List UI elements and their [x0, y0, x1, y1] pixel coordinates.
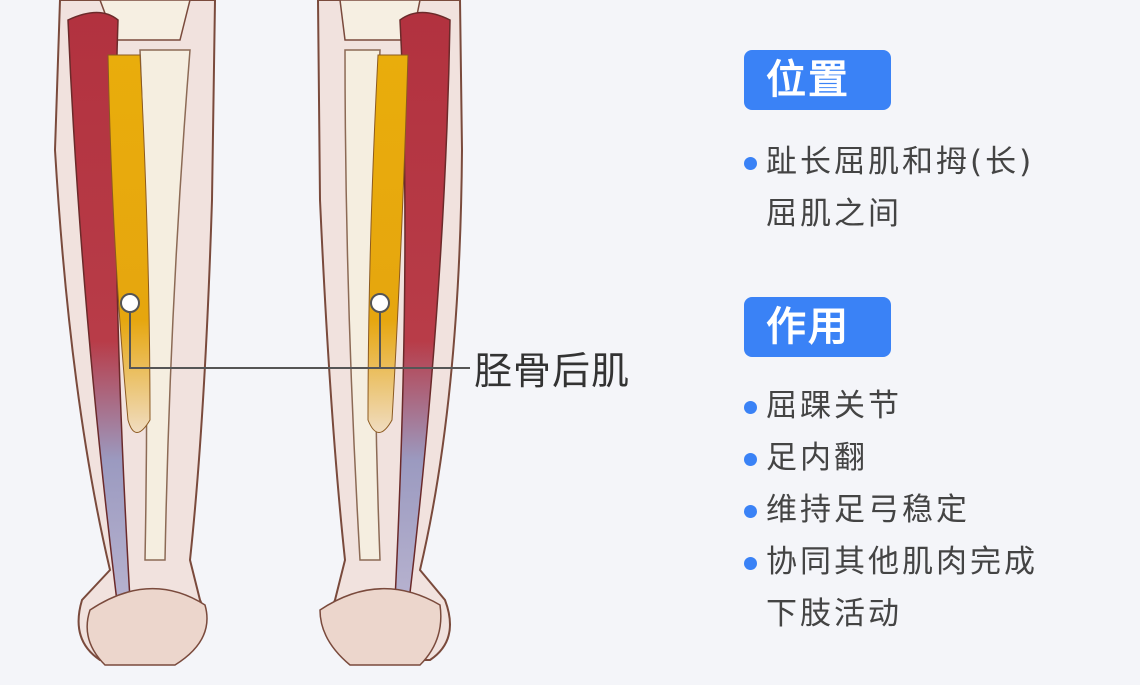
- leader-line: [129, 303, 470, 369]
- bullet-icon: [744, 505, 757, 518]
- function-list: 屈踝关节 足内翻 维持足弓稳定 协同其他肌肉完成下肢活动: [744, 380, 1038, 640]
- position-list: 趾长屈肌和拇(长) 屈肌之间: [744, 136, 1034, 240]
- bullet-icon: [744, 157, 757, 170]
- item-text: 趾长屈肌和拇(长): [766, 144, 1035, 180]
- bullet-icon: [744, 557, 757, 570]
- item-text: 足内翻: [766, 440, 868, 476]
- muscle-label: 胫骨后肌: [474, 349, 631, 393]
- item-text: 屈肌之间: [766, 196, 902, 232]
- item-text: 维持足弓稳定: [766, 492, 970, 528]
- item-text: 下肢活动: [766, 596, 902, 632]
- bullet-icon: [744, 453, 757, 466]
- item-text: 屈踝关节: [766, 388, 902, 424]
- list-item: 维持足弓稳定: [744, 484, 1038, 536]
- function-title: 作用: [744, 297, 891, 357]
- position-title: 位置: [744, 50, 891, 110]
- bullet-icon: [744, 401, 757, 414]
- list-item: 屈踝关节: [744, 380, 1038, 432]
- list-item: 足内翻: [744, 432, 1038, 484]
- marker-right: [370, 293, 390, 313]
- left-leg: [53, 0, 217, 666]
- leg-anatomy-illustration: [53, 0, 470, 666]
- item-text: 协同其他肌肉完成: [766, 544, 1038, 580]
- marker-left: [120, 293, 140, 313]
- right-leg: [316, 0, 464, 666]
- list-item: 趾长屈肌和拇(长) 屈肌之间: [744, 136, 1034, 240]
- list-item: 协同其他肌肉完成下肢活动: [744, 536, 1038, 640]
